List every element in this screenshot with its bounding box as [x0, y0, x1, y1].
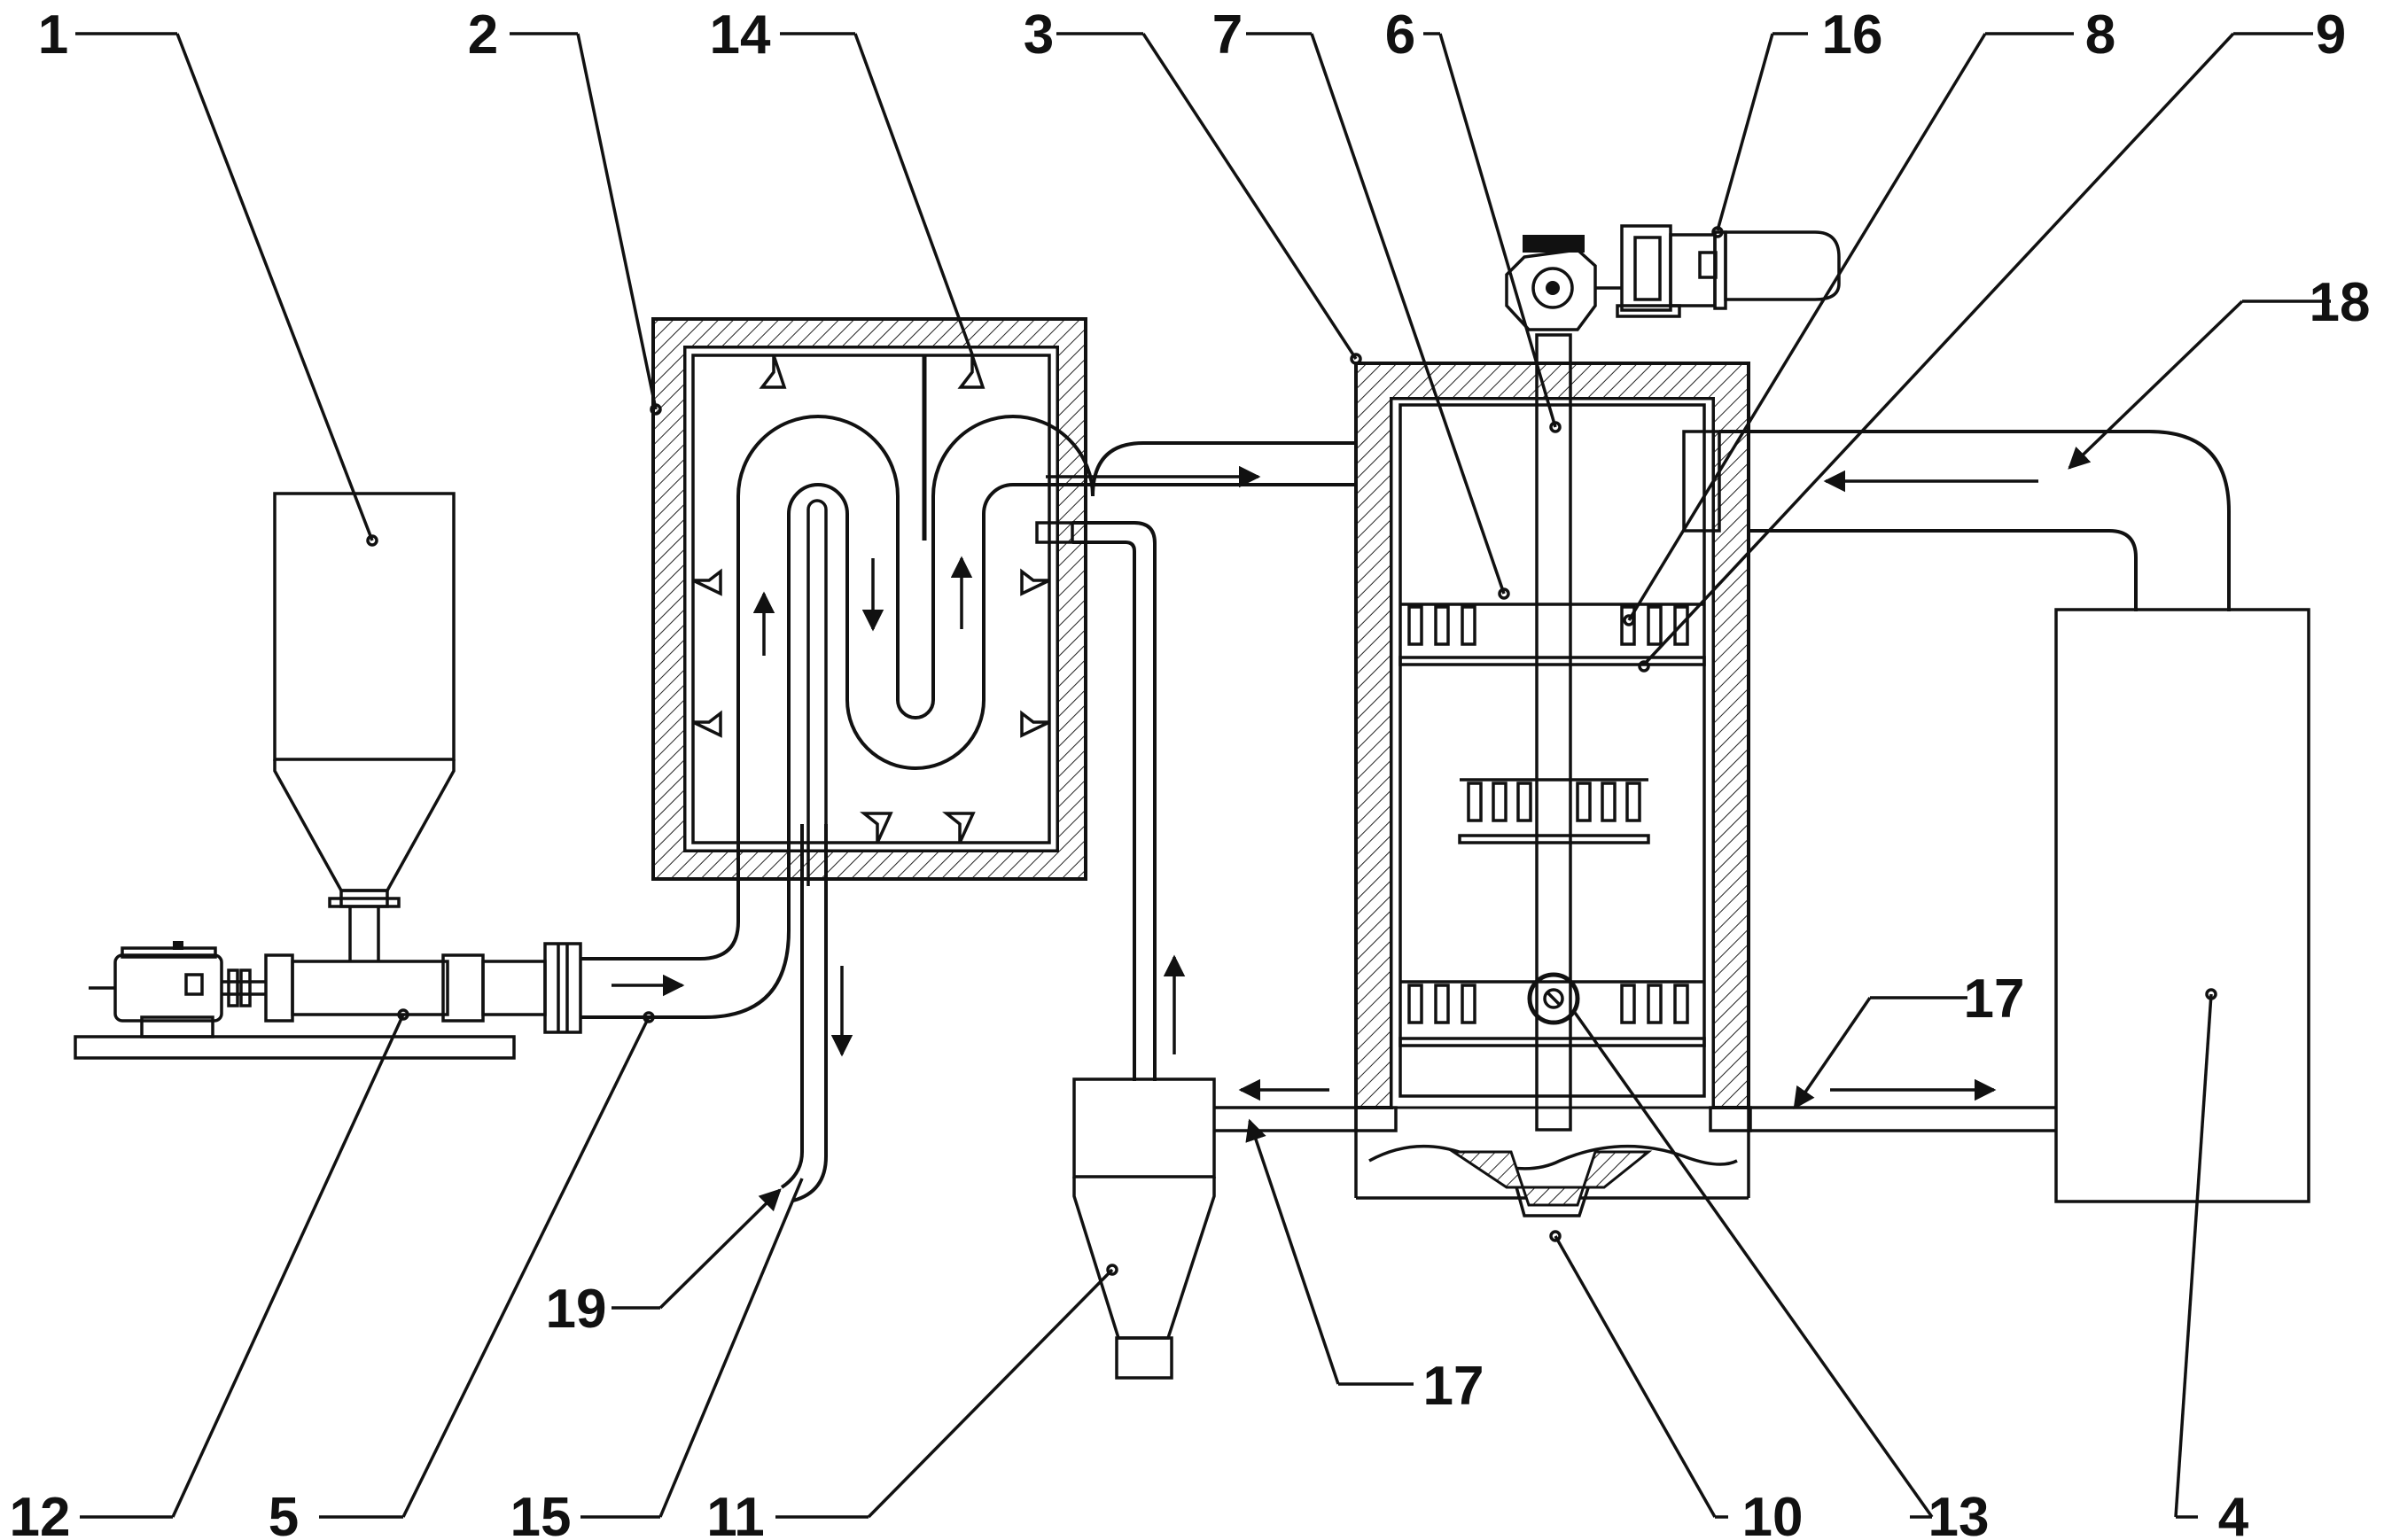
- discharge-pipe: [780, 824, 853, 1202]
- label-2: 2: [468, 4, 498, 66]
- label-10: 10: [1742, 1487, 1804, 1540]
- label-14: 14: [710, 4, 771, 66]
- label-9: 9: [2316, 4, 2346, 66]
- tray-upper: [1398, 603, 1706, 666]
- tray-middle: [1458, 778, 1650, 844]
- label-13: 13: [1928, 1487, 1990, 1540]
- label-12: 12: [10, 1487, 71, 1540]
- feed-hopper: [273, 492, 456, 908]
- label-6: 6: [1385, 4, 1415, 66]
- cyclone-separator: [1072, 1077, 1216, 1380]
- label-18: 18: [2310, 272, 2371, 333]
- label-16: 16: [1822, 4, 1883, 66]
- tray-lower: [1398, 980, 1706, 1047]
- label-11: 11: [706, 1487, 765, 1540]
- screw-feeder: [74, 906, 582, 1060]
- label-8: 8: [2085, 4, 2115, 66]
- label-15: 15: [510, 1487, 572, 1540]
- hot-air-duct: [1682, 430, 2231, 611]
- spray-nozzles: [692, 354, 1050, 844]
- air-heater-unit: [2054, 608, 2310, 1203]
- label-1: 1: [38, 4, 68, 66]
- reference-numerals: 1 2 14 3 7 6 16 8 9 18 17 17 19 12 5 15 …: [10, 4, 2371, 1540]
- central-shaft: [1535, 333, 1572, 1132]
- exhaust-duct: [1035, 521, 1186, 1081]
- heating-box: [651, 317, 1383, 886]
- drying-tower: [1354, 362, 1750, 1217]
- feed-pipe: [580, 886, 791, 1019]
- label-17-right: 17: [1964, 968, 2025, 1030]
- label-19: 19: [546, 1279, 607, 1340]
- leader-lines: [75, 32, 2331, 1519]
- drive-motor: [1505, 224, 1841, 331]
- shaft-bearing: [1527, 972, 1580, 1025]
- label-3: 3: [1024, 4, 1054, 66]
- label-17-bottom: 17: [1423, 1356, 1484, 1417]
- label-4: 4: [2218, 1487, 2249, 1540]
- label-5: 5: [269, 1487, 299, 1540]
- label-7: 7: [1212, 4, 1243, 66]
